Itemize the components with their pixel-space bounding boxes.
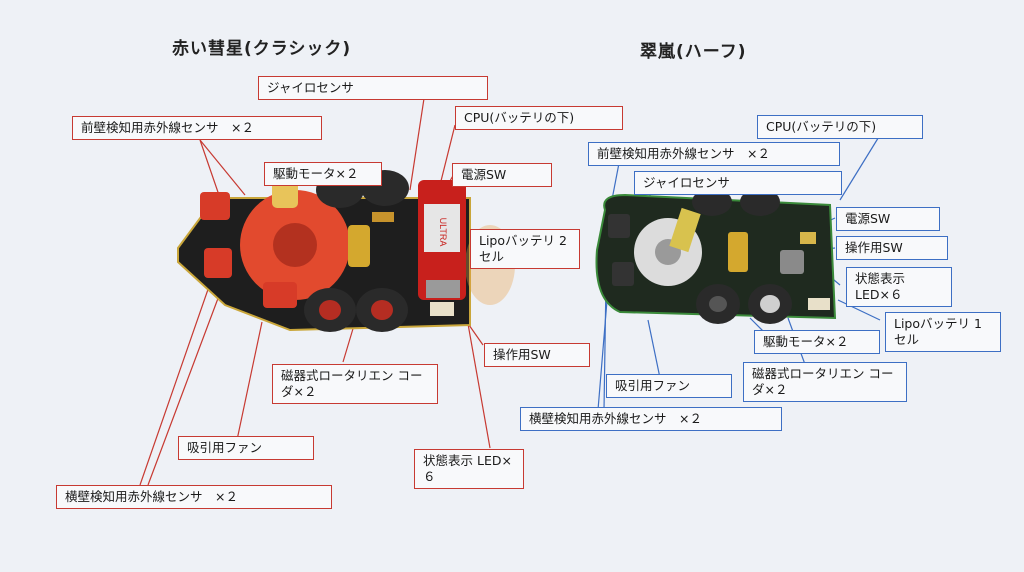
battery-print: ULTRA xyxy=(438,218,448,247)
half-label-battery: Lipoバッテリ 1セル xyxy=(885,312,1001,352)
classic-label-status-led: 状態表示 LED×６ xyxy=(414,449,524,489)
classic-label-side-ir: 横壁検知用赤外線センサ ×２ xyxy=(56,485,332,509)
half-label-power-sw: 電源SW xyxy=(836,207,940,231)
half-label-status-led: 状態表示 LED×６ xyxy=(846,267,952,307)
half-label-op-sw: 操作用SW xyxy=(836,236,948,260)
half-label-cpu: CPU(バッテリの下) xyxy=(757,115,923,139)
classic-label-encoder: 磁器式ロータリエン コーダ×２ xyxy=(272,364,438,404)
classic-label-cpu: CPU(バッテリの下) xyxy=(455,106,623,130)
half-label-encoder: 磁器式ロータリエン コーダ×２ xyxy=(743,362,907,402)
half-label-motor: 駆動モータ×２ xyxy=(754,330,880,354)
classic-robot: ULTRA xyxy=(177,170,515,332)
half-title: 翠嵐(ハーフ) xyxy=(640,42,747,62)
classic-label-fan: 吸引用ファン xyxy=(178,436,314,460)
classic-label-front-ir: 前壁検知用赤外線センサ ×２ xyxy=(72,116,322,140)
classic-label-op-sw: 操作用SW xyxy=(484,343,590,367)
half-label-front-ir: 前壁検知用赤外線センサ ×２ xyxy=(588,142,840,166)
half-label-fan: 吸引用ファン xyxy=(606,374,732,398)
classic-label-motor: 駆動モータ×２ xyxy=(264,162,382,186)
half-label-gyro: ジャイロセンサ xyxy=(634,171,842,195)
classic-title: 赤い彗星(クラシック) xyxy=(172,39,352,59)
classic-label-gyro: ジャイロセンサ xyxy=(258,76,488,100)
classic-label-battery: Lipoバッテリ 2セル xyxy=(470,229,580,269)
classic-label-power-sw: 電源SW xyxy=(452,163,552,187)
half-robot xyxy=(595,188,837,324)
half-label-side-ir: 横壁検知用赤外線センサ ×２ xyxy=(520,407,782,431)
